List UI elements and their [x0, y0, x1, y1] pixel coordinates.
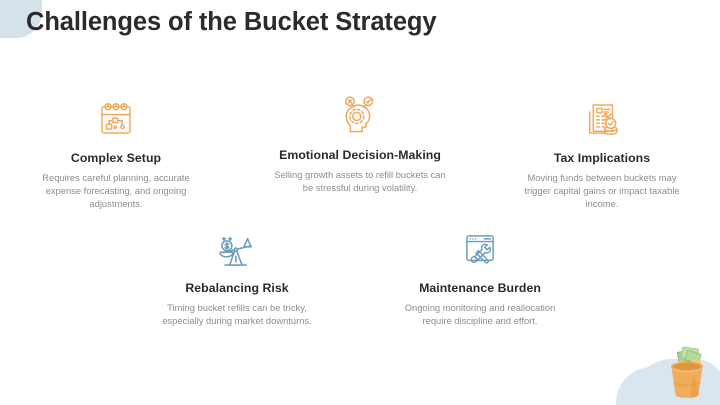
card-title: Tax Implications [553, 151, 651, 165]
challenge-card-maintenance-burden: Maintenance Burden Ongoing monitoring an… [386, 226, 574, 327]
browser-tools-icon [386, 226, 574, 272]
balance-scale-coin-icon [143, 226, 331, 272]
challenge-card-emotional-decision-making: Emotional Decision-Making Selling growth… [266, 93, 454, 194]
challenge-card-tax-implications: Tax Implications Moving funds between bu… [508, 96, 696, 211]
challenge-card-rebalancing-risk: Rebalancing Risk Timing bucket refills c… [143, 226, 331, 327]
card-title: Complex Setup [70, 151, 162, 165]
card-title: Emotional Decision-Making [279, 148, 441, 162]
page-title: Challenges of the Bucket Strategy [26, 8, 437, 36]
head-gear-decision-icon [266, 93, 454, 139]
calendar-flowchart-icon [22, 96, 210, 142]
card-description: Requires careful planning, accurate expe… [42, 171, 190, 210]
card-title: Rebalancing Risk [185, 281, 289, 295]
tax-document-percent-icon [508, 96, 696, 142]
card-description: Moving funds between buckets may trigger… [524, 171, 680, 210]
card-description: Ongoing monitoring and reallocation requ… [404, 301, 556, 327]
card-description: Timing bucket refills can be tricky, esp… [162, 301, 312, 327]
card-description: Selling growth assets to refill buckets … [274, 168, 446, 194]
challenge-card-complex-setup: Complex Setup Requires careful planning,… [22, 96, 210, 211]
card-title: Maintenance Burden [419, 281, 541, 295]
bucket-with-money-icon [660, 343, 714, 401]
